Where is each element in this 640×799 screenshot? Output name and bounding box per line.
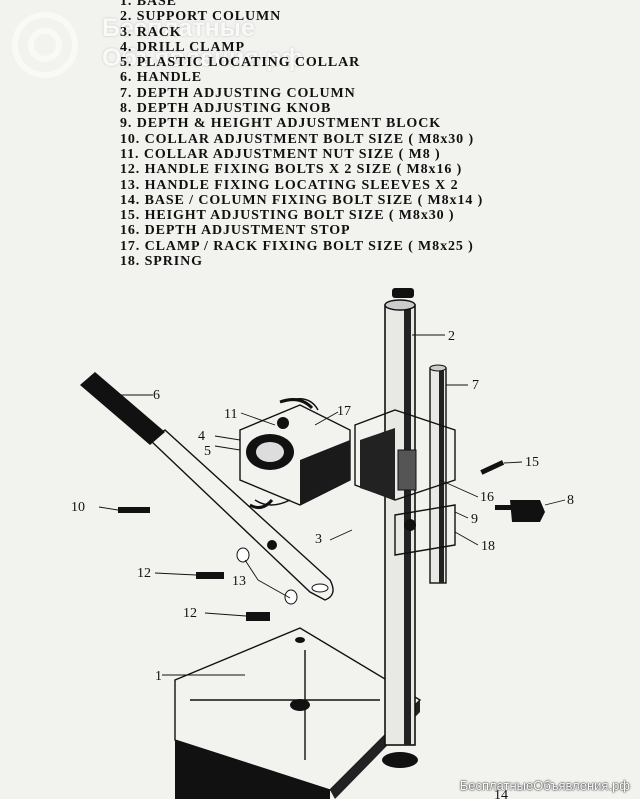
- part-item-4: 4. DRILL CLAMP: [120, 39, 245, 55]
- part-item-5: 5. PLASTIC LOCATING COLLAR: [120, 55, 361, 71]
- footer-watermark: БесплатныеОбъявления.рф: [459, 778, 630, 793]
- watermark-line-2: Объявления.рф: [102, 44, 304, 72]
- callout-11: 11: [224, 407, 237, 422]
- callout-12b: 12: [183, 606, 197, 621]
- callout-5: 5: [204, 444, 211, 459]
- callout-14: 14: [494, 788, 508, 799]
- part-item-3: 3. RACK: [120, 24, 182, 40]
- callout-4: 4: [198, 429, 205, 444]
- callout-8: 8: [567, 493, 574, 508]
- callout-16: 16: [480, 490, 494, 505]
- watermark-line-1: Бесплатные: [102, 14, 255, 42]
- callout-10: 10: [71, 500, 85, 515]
- part-item-9: 9. DEPTH & HEIGHT ADJUSTMENT BLOCK: [120, 116, 442, 132]
- handle-drawing: [80, 372, 334, 601]
- part-item-7: 7. DEPTH ADJUSTING COLUMN: [120, 85, 356, 101]
- part-item-16: 16. DEPTH ADJUSTMENT STOP: [120, 223, 351, 239]
- part-item-6: 6. HANDLE: [120, 70, 202, 86]
- callout-13: 13: [232, 574, 246, 589]
- callout-9: 9: [471, 512, 478, 527]
- drill-clamp-drawing: [239, 398, 351, 506]
- callout-17: 17: [337, 404, 351, 419]
- part-item-12: 12. HANDLE FIXING BOLTS X 2 SIZE ( M8x16…: [120, 162, 463, 178]
- parts-list: 1. BASE 2. SUPPORT COLUMN 3. RACK 4. DRI…: [120, 0, 540, 269]
- leader-lines: [98, 334, 566, 676]
- drill-stand-diagram: 1 2 3 4 5 6 7 8 9 10 11 12 12 13 14 15 1…: [71, 288, 574, 799]
- support-column-drawing: [384, 288, 416, 746]
- callout-2: 2: [448, 329, 455, 344]
- callout-6: 6: [153, 388, 160, 403]
- part-item-10: 10. COLLAR ADJUSTMENT BOLT SIZE ( M8x30 …: [120, 131, 475, 147]
- base-drawing: [174, 627, 422, 799]
- part-item-11: 11. COLLAR ADJUSTMENT NUT SIZE ( M8 ): [120, 146, 441, 162]
- callout-15: 15: [525, 455, 539, 470]
- fasteners-drawing: [118, 460, 545, 621]
- callout-12a: 12: [137, 566, 151, 581]
- part-item-2: 2. SUPPORT COLUMN: [120, 9, 282, 25]
- watermark: Бесплатные Объявления.рф: [6, 6, 326, 86]
- callout-1: 1: [155, 669, 162, 684]
- callout-18: 18: [481, 539, 495, 554]
- part-item-18: 18. SPRING: [120, 254, 203, 270]
- callout-3: 3: [315, 532, 322, 547]
- depth-column-drawing: [429, 364, 447, 584]
- part-item-15: 15. HEIGHT ADJUSTING BOLT SIZE ( M8x30 ): [120, 208, 455, 224]
- carriage-block-drawing: [354, 409, 456, 556]
- watermark-logo-icon: [12, 12, 78, 78]
- callout-7: 7: [472, 378, 479, 393]
- part-item-14: 14. BASE / COLUMN FIXING BOLT SIZE ( M8x…: [120, 192, 484, 208]
- part-item-8: 8. DEPTH ADJUSTING KNOB: [120, 101, 332, 117]
- part-item-13: 13. HANDLE FIXING LOCATING SLEEVES X 2: [120, 177, 459, 193]
- part-item-17: 17. CLAMP / RACK FIXING BOLT SIZE ( M8x2…: [120, 238, 474, 254]
- part-item-1: 1. BASE: [120, 0, 177, 9]
